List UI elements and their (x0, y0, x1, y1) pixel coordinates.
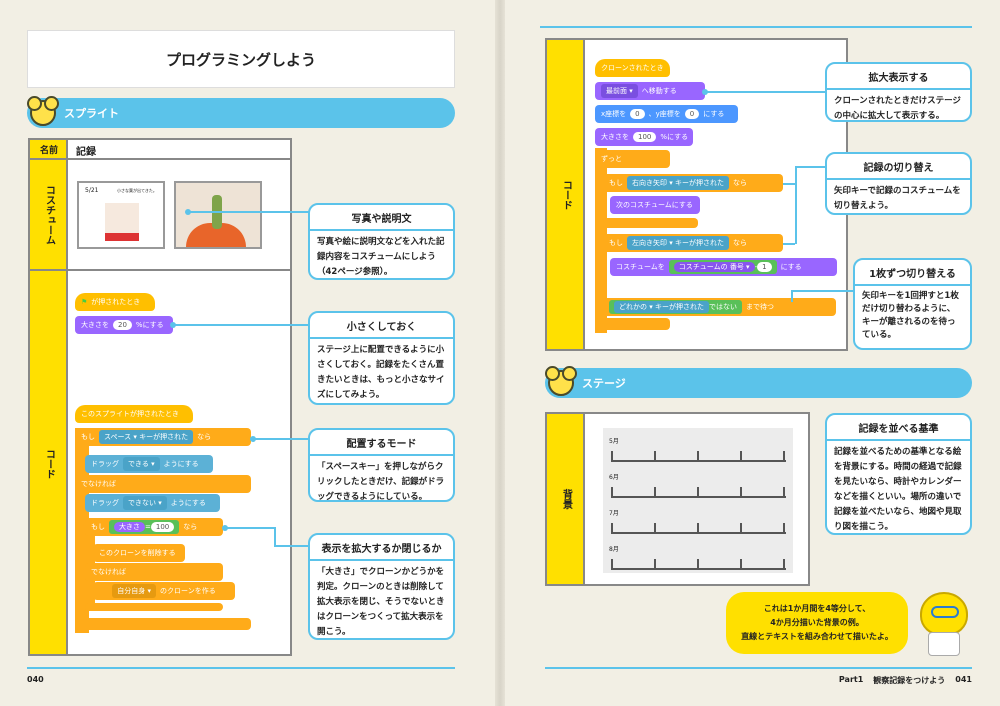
page-number-left: 040 (27, 675, 44, 684)
code-label-right: コード (560, 179, 572, 210)
if-space-key-block[interactable]: もしスペース ▾ キーが押されたなら (75, 428, 251, 446)
timeline-line (611, 568, 786, 570)
forever-block[interactable]: ずっと (595, 150, 670, 168)
create-clone-block[interactable]: 自分自身 ▾のクローンを作る (93, 582, 235, 600)
else-label: でなければ (75, 475, 251, 493)
go-to-front-block[interactable]: 最前面 ▾へ移動する (595, 82, 705, 100)
when-cloned-block[interactable]: クローンされたとき (595, 59, 670, 77)
timeline-tick (654, 523, 656, 533)
timeline-tick (740, 451, 742, 461)
callout-placement-mode: 配置するモード「スペースキー」を押しながらクリックしたときだけ、記録がドラッグで… (308, 428, 455, 502)
name-value: 記録 (76, 147, 96, 158)
set-drag-cannot-block[interactable]: ドラッグできない ▾ようにする (85, 494, 220, 512)
set-drag-can-block[interactable]: ドラッグできる ▾ようにする (85, 455, 213, 473)
month-label: 6月 (609, 474, 619, 481)
backdrop-label: 背景 (560, 489, 572, 509)
timeline-tick (611, 451, 613, 461)
speech-line: 直線とテキストを組み合わせて描いたよ。 (741, 632, 893, 641)
timeline-tick (740, 559, 742, 569)
stage-banner: ステージ (545, 366, 972, 398)
timeline-tick (697, 451, 699, 461)
timeline-tick (783, 487, 785, 497)
callout-zoom-or-close: 表示を拡大するか閉じるか「大きさ」でクローンかどうかを判定。クローンのときは削除… (308, 533, 455, 640)
callout-arrangement-basis: 記録を並べる基準記録を並べるための基準となる絵を背景にする。時間の経過で記録を見… (825, 413, 972, 535)
month-label: 7月 (609, 510, 619, 517)
bottom-rule-right (545, 667, 972, 669)
cat-labcoat (928, 632, 960, 656)
cat-mascot-icon (920, 592, 968, 636)
timeline-tick (783, 559, 785, 569)
timeline-line (611, 496, 786, 498)
month-label: 8月 (609, 546, 619, 553)
when-flag-clicked-block[interactable]: ⚑が押されたとき (75, 293, 155, 311)
timeline-tick (740, 487, 742, 497)
wait-until-block[interactable]: どれかの ▾ キーが押されたではないまで待つ (603, 298, 836, 316)
delete-clone-block[interactable]: このクローンを削除する (93, 544, 185, 562)
footer-part: Part1 (838, 675, 864, 684)
timeline-tick (654, 451, 656, 461)
timeline-tick (611, 559, 613, 569)
costume-caption: 小さな葉が出てきた。 (117, 188, 157, 193)
mouse-mascot-icon (545, 366, 577, 396)
timeline-tick (611, 523, 613, 533)
footer-right: Part1 観察記録をつけよう 041 (839, 675, 972, 686)
timeline-line (611, 532, 786, 534)
if-right-arrow-block[interactable]: もし右向き矢印 ▾ キーが押されたなら (603, 174, 783, 192)
month-label: 5月 (609, 438, 619, 445)
timeline-tick (697, 523, 699, 533)
callout-enlarge-display: 拡大表示するクローンされたときだけステージの中心に拡大して表示する。 (825, 62, 972, 122)
page-gutter (495, 0, 505, 706)
callout-switch-records: 記録の切り替え矢印キーで記録のコスチュームを切り替えよう。 (825, 152, 972, 215)
next-costume-block[interactable]: 次のコスチュームにする (610, 196, 700, 214)
timeline-tick (697, 487, 699, 497)
when-sprite-clicked-block[interactable]: このスプライトが押されたとき (75, 405, 193, 423)
footer-chapter: 観察記録をつけよう (873, 676, 946, 685)
timeline-tick (611, 487, 613, 497)
timeline-tick (697, 559, 699, 569)
sprite-banner: スプライト (27, 96, 455, 128)
page-number-right: 041 (955, 675, 972, 684)
timeline-tick (654, 559, 656, 569)
timeline-tick (783, 523, 785, 533)
costume-thumbnail-2 (174, 181, 262, 249)
name-label: 名前 (39, 145, 58, 156)
costume-label: コスチューム (43, 184, 55, 245)
stage-table: 背景 5月 6月 7月 8月 (545, 412, 810, 586)
sprite-banner-label: スプライト (64, 107, 119, 120)
timeline-tick (654, 487, 656, 497)
timeline-line (611, 460, 786, 462)
costume-thumbnail-1: 5/21 小さな葉が出てきた。 (77, 181, 165, 249)
bottom-rule-left (27, 667, 455, 669)
speech-line: これは1か月間を4等分して、 (763, 604, 871, 613)
stage-banner-label: ステージ (582, 377, 626, 390)
timeline-tick (740, 523, 742, 533)
costume-date: 5/21 (85, 187, 99, 194)
else-label-2: でなければ (85, 563, 223, 581)
speech-bubble: これは1か月間を4等分して、 4か月分描いた背景の例。 直線とテキストを組み合わ… (726, 592, 908, 654)
timeline-tick (783, 451, 785, 461)
mouse-mascot-icon (27, 96, 59, 126)
backdrop-preview: 5月 6月 7月 8月 (603, 428, 793, 573)
callout-one-at-a-time: 1枚ずつ切り替える矢印キーを1回押すと1枚だけ切り替わるように、キーが離されるの… (853, 258, 972, 350)
top-rule (540, 26, 972, 28)
callout-photo-description: 写真や説明文写真や絵に説明文などを入れた記録内容をコスチュームにしよう（42ペー… (308, 203, 455, 280)
label-column (30, 140, 68, 654)
if-left-arrow-block[interactable]: もし左向き矢印 ▾ キーが押されたなら (603, 234, 783, 252)
code-label: コード (43, 448, 55, 479)
page-title: プログラミングしよう (27, 30, 455, 88)
speech-line: 4か月分描いた背景の例。 (770, 618, 864, 627)
callout-make-small: 小さくしておくステージ上に配置できるように小さくしておく。記録をたくさん置きたい… (308, 311, 455, 405)
